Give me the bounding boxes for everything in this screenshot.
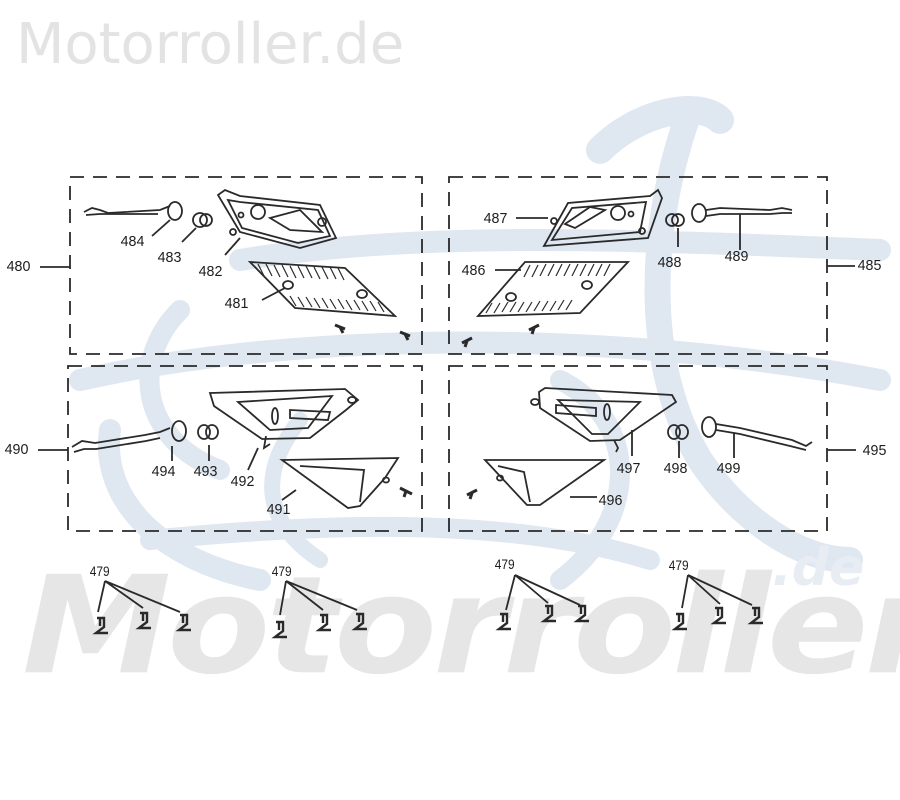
- part-label-491: 491: [266, 501, 291, 518]
- part-label-498: 498: [663, 460, 688, 477]
- group-box-490: [67, 365, 423, 532]
- part-label-487: 487: [483, 210, 508, 227]
- clip-label-479: 479: [494, 556, 515, 572]
- clip-label-479: 479: [668, 557, 689, 573]
- watermark-bottom-text: Motorroller: [22, 548, 900, 705]
- clip-label-479: 479: [271, 563, 292, 579]
- clip-leaders: [97, 574, 753, 616]
- part-label-489: 489: [724, 248, 749, 265]
- watermark-domain-suffix: .de: [772, 538, 865, 598]
- group-box-495: [448, 365, 828, 532]
- part-label-484: 484: [120, 233, 145, 250]
- group-label-480: 480: [6, 258, 31, 275]
- part-label-493: 493: [193, 463, 218, 480]
- group-label-490: 490: [4, 441, 29, 458]
- part-label-481: 481: [224, 295, 249, 312]
- group-label-485: 485: [857, 257, 882, 274]
- part-label-492: 492: [230, 473, 255, 490]
- part-label-486: 486: [461, 262, 486, 279]
- part-label-494: 494: [151, 463, 176, 480]
- part-label-483: 483: [157, 249, 182, 266]
- part-label-496: 496: [598, 492, 623, 509]
- part-label-497: 497: [616, 460, 641, 477]
- group-label-495: 495: [862, 442, 887, 459]
- part-label-499: 499: [716, 460, 741, 477]
- clip-glyphs: [92, 604, 763, 639]
- part-label-482: 482: [198, 263, 223, 280]
- clip-label-479: 479: [89, 563, 110, 579]
- part-label-488: 488: [657, 254, 682, 271]
- watermark-top-text: Motorroller.de: [16, 12, 405, 77]
- group-box-480: [69, 176, 423, 355]
